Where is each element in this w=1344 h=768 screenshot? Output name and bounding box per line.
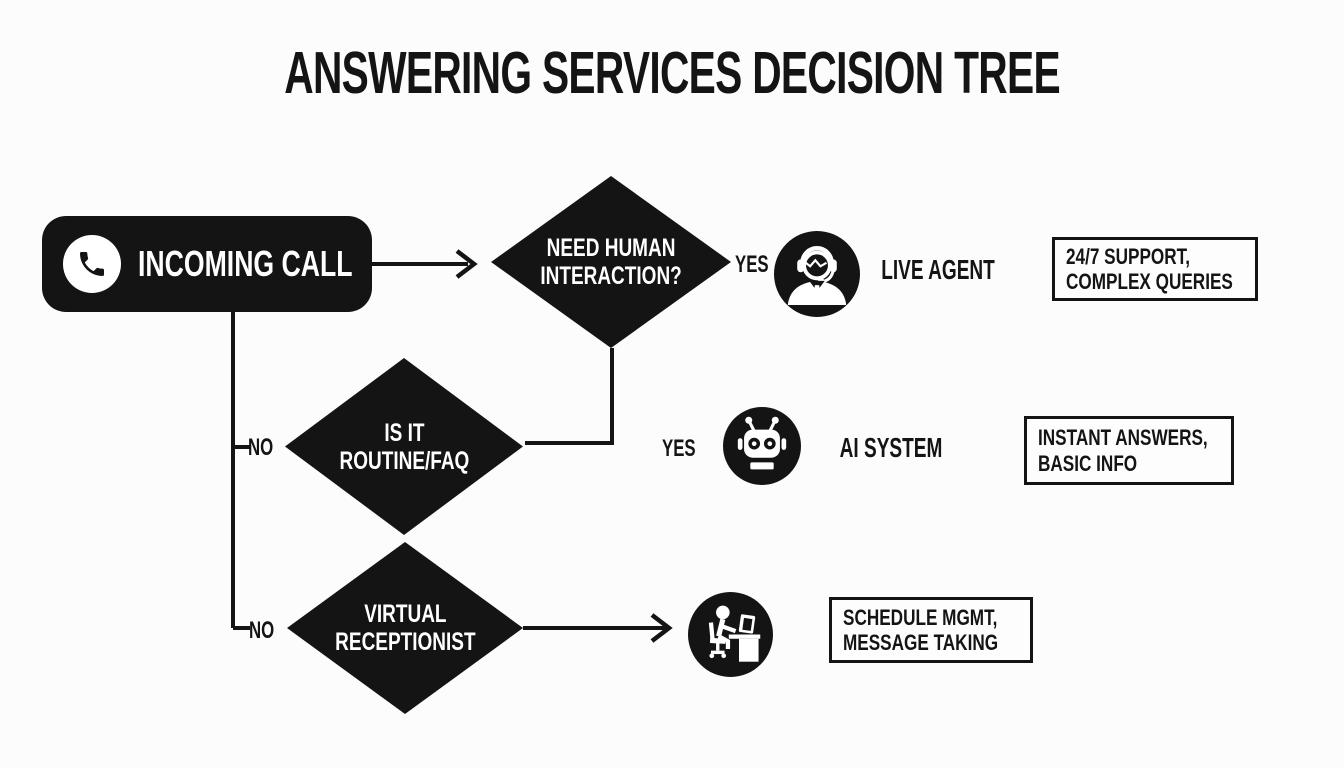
decision-text: NEED HUMAN INTERACTION? [540, 234, 682, 290]
page-title: ANSWERING SERVICES DECISION TREE [0, 44, 1344, 103]
robot-icon [723, 407, 801, 485]
support-agent-icon [774, 231, 860, 317]
live-agent-label: LIVE AGENT [881, 254, 995, 285]
edge-label-yes-row2: YES [662, 435, 696, 462]
incoming-call-label: INCOMING CALL [138, 243, 353, 284]
arrowhead-desk [650, 613, 673, 643]
phone-icon-glyph [80, 252, 104, 276]
edge-label-no-row3: NO [249, 617, 275, 644]
phone-icon [63, 235, 121, 293]
outcome-box-ai-system: INSTANT ANSWERS, BASIC INFO [1024, 416, 1234, 485]
edge-label-yes-row1: YES [735, 251, 769, 278]
outcome-box-live-agent: 24/7 SUPPORT, COMPLEX QUERIES [1052, 237, 1258, 301]
decision-text: VIRTUAL RECEPTIONIST [334, 600, 476, 656]
arrowhead-d1 [455, 249, 478, 279]
ai-system-label: AI SYSTEM [839, 432, 943, 463]
decision-text: IS IT ROUTINE/FAQ [339, 418, 469, 475]
outcome-box-virtual-receptionist: SCHEDULE MGMT, MESSAGE TAKING [829, 597, 1033, 663]
desk-person-icon [688, 592, 773, 677]
edge-label-no-row2: NO [248, 434, 274, 461]
page-title-text: ANSWERING SERVICES DECISION TREE [284, 40, 1060, 106]
edge-d1-to-d2 [525, 348, 614, 445]
node-incoming-call: INCOMING CALL [42, 216, 372, 312]
